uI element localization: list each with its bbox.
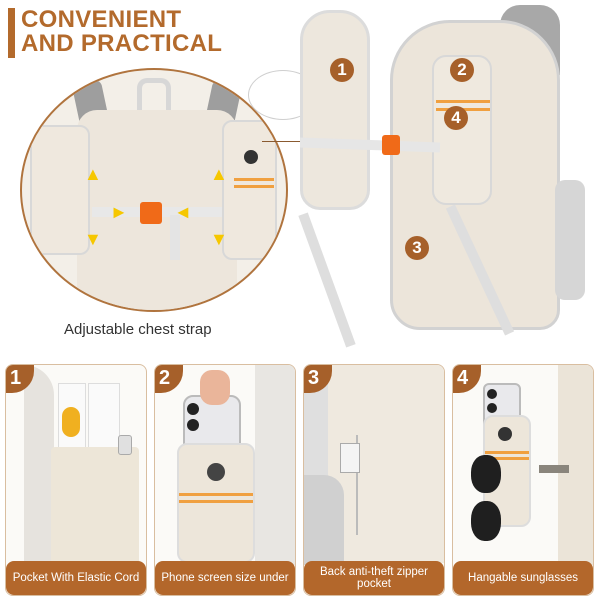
detail-caption: Adjustable chest strap bbox=[64, 321, 212, 338]
feature-image-pocket bbox=[6, 365, 146, 565]
logo-icon bbox=[498, 427, 512, 441]
headline-line-1: CONVENIENT bbox=[21, 6, 182, 33]
phone-pocket bbox=[432, 55, 492, 205]
zipper bbox=[356, 435, 358, 535]
hand bbox=[200, 370, 230, 405]
feature-label: Hangable sunglasses bbox=[453, 561, 593, 595]
right-strap-pocket bbox=[222, 120, 277, 260]
reflective-stripe bbox=[234, 178, 274, 181]
marker-4: 4 bbox=[444, 106, 468, 130]
logo-icon bbox=[207, 463, 225, 481]
logo-icon bbox=[244, 150, 258, 164]
headline: CONVENIENT AND PRACTICAL bbox=[8, 8, 222, 58]
chest-strap-tail bbox=[170, 215, 180, 260]
feature-label: Pocket With Elastic Cord bbox=[6, 561, 146, 595]
feature-card-1: 1 Pocket With Elastic Cord bbox=[5, 364, 147, 596]
reflective-stripe bbox=[436, 100, 490, 103]
reflective-stripe bbox=[234, 185, 274, 188]
camera-icon bbox=[487, 389, 497, 399]
id-card bbox=[340, 443, 360, 473]
feature-label: Phone screen size under bbox=[155, 561, 295, 595]
sunglasses-lens bbox=[471, 455, 501, 493]
feature-card-2: 2 Phone screen size under bbox=[154, 364, 296, 596]
marker-2: 2 bbox=[450, 58, 474, 82]
arrow-up-icon: ▲ bbox=[210, 164, 228, 184]
chest-buckle-icon bbox=[140, 202, 162, 224]
sunglasses-lens bbox=[471, 501, 501, 541]
hero-backpack-image: 1 2 3 4 bbox=[248, 0, 600, 360]
feature-image-phone bbox=[155, 365, 295, 565]
left-strap-pocket bbox=[30, 125, 90, 255]
side-mesh bbox=[304, 475, 344, 565]
arrow-left-icon: ◄ bbox=[174, 202, 192, 222]
headline-line-2: AND PRACTICAL bbox=[21, 30, 223, 57]
arrow-up-icon: ▲ bbox=[84, 164, 102, 184]
feature-image-sunglasses bbox=[453, 365, 593, 565]
marker-1: 1 bbox=[330, 58, 354, 82]
shoulder-strap bbox=[298, 212, 356, 348]
arrow-right-icon: ► bbox=[110, 202, 128, 222]
elastic-pocket bbox=[51, 447, 139, 565]
title-accent-bar bbox=[8, 8, 15, 58]
chest-buckle-icon bbox=[382, 135, 400, 155]
arrow-down-icon: ▼ bbox=[210, 229, 228, 249]
side-mesh-pocket bbox=[555, 180, 585, 300]
camera-icon bbox=[187, 403, 199, 415]
camera-icon bbox=[187, 419, 199, 431]
feature-label: Back anti-theft zipper pocket bbox=[304, 561, 444, 595]
cord-lock-icon bbox=[118, 435, 132, 455]
headline-text: CONVENIENT AND PRACTICAL bbox=[21, 8, 222, 58]
feature-card-3: 3 Back anti-theft zipper pocket bbox=[303, 364, 445, 596]
left-shoulder-pocket bbox=[300, 10, 370, 210]
phone-pocket bbox=[177, 443, 255, 563]
carry-handle bbox=[137, 78, 171, 118]
feature-image-back-pocket bbox=[304, 365, 444, 565]
feature-number-badge: 4 bbox=[453, 365, 481, 393]
camera-icon bbox=[487, 403, 497, 413]
chest-strap-detail-image: ▲ ▼ ▲ ▼ ► ◄ bbox=[20, 68, 288, 312]
feature-card-4: 4 Hangable sunglasses bbox=[452, 364, 594, 596]
arrow-down-icon: ▼ bbox=[84, 229, 102, 249]
marker-3: 3 bbox=[405, 236, 429, 260]
